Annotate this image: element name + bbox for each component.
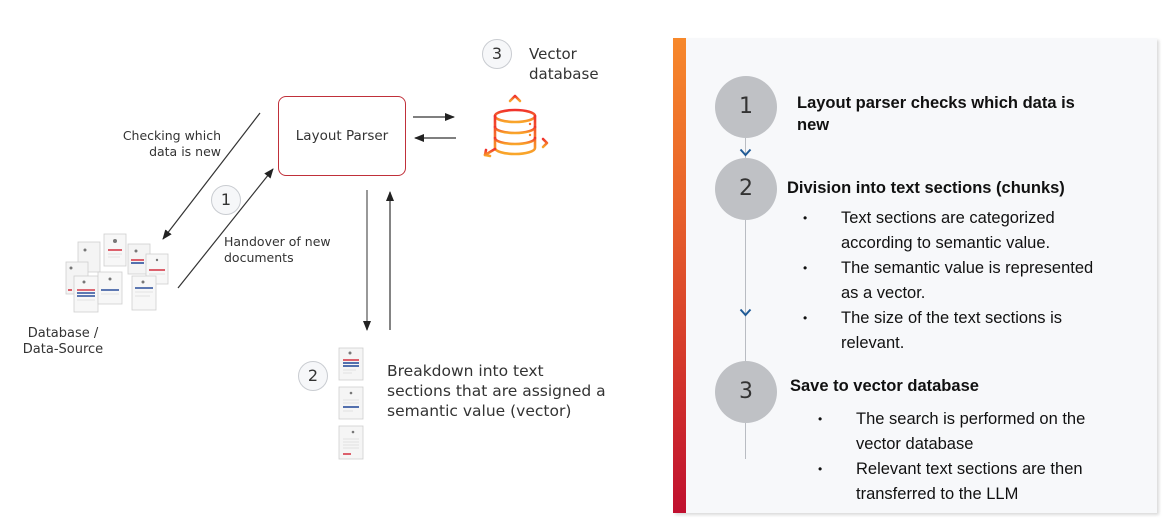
step-1-badge: 1	[211, 185, 241, 215]
arrow-handover-documents	[177, 168, 274, 289]
bullet-item: • Text sections are categorized accordin…	[803, 209, 1055, 252]
bullet-item: • Relevant text sections are then transf…	[818, 460, 1083, 503]
document-chunk-icon	[338, 347, 364, 460]
panel-step-1-badge: 1	[715, 76, 777, 138]
vector-database-label: Vector database	[529, 45, 599, 83]
layout-parser-node: Layout Parser	[278, 96, 406, 176]
checking-new-data-label: Checking which data is new	[122, 128, 221, 159]
database-arrows-icon	[483, 94, 549, 158]
panel-step-1-title: Layout parser checks which data is new	[797, 94, 1075, 134]
timeline-connector	[745, 218, 746, 363]
documents-stack-icon	[65, 233, 169, 313]
flow-arrows	[162, 112, 456, 331]
timeline-connector	[745, 138, 746, 158]
data-source-label: Database / Data-Source	[22, 326, 104, 357]
panel-step-2-badge: 2	[715, 158, 777, 220]
panel-step-3-badge: 3	[715, 361, 777, 423]
timeline-connector	[745, 423, 746, 459]
bullet-item: • The size of the text sections is relev…	[803, 309, 1063, 352]
chevron-down-icon	[739, 308, 752, 317]
step-2-badge: 2	[298, 361, 328, 391]
panel-step-2-title: Division into text sections (chunks)	[787, 179, 1065, 197]
bullet-item: • The semantic value is represented as a…	[803, 259, 1094, 302]
panel-step-2-bullets: • Text sections are categorized accordin…	[803, 206, 1094, 356]
layout-parser-label: Layout Parser	[295, 128, 389, 144]
arrow-checking-new-data	[162, 112, 261, 240]
step-3-badge: 3	[482, 39, 512, 69]
steps-panel: 1 Layout parser checks which data is new…	[673, 38, 1157, 513]
panel-step-3-title: Save to vector database	[790, 377, 979, 395]
chevron-down-icon	[739, 148, 752, 157]
rag-flow-diagram: Layout Parser Checking which data is new…	[22, 39, 606, 460]
breakdown-description: Breakdown into text sections that are as…	[387, 362, 606, 420]
panel-accent-bar	[673, 38, 686, 513]
handover-documents-label: Handover of new documents	[224, 234, 331, 265]
panel-step-3-bullets: • The search is performed on the vector …	[818, 407, 1086, 507]
bullet-item: • The search is performed on the vector …	[818, 410, 1086, 453]
